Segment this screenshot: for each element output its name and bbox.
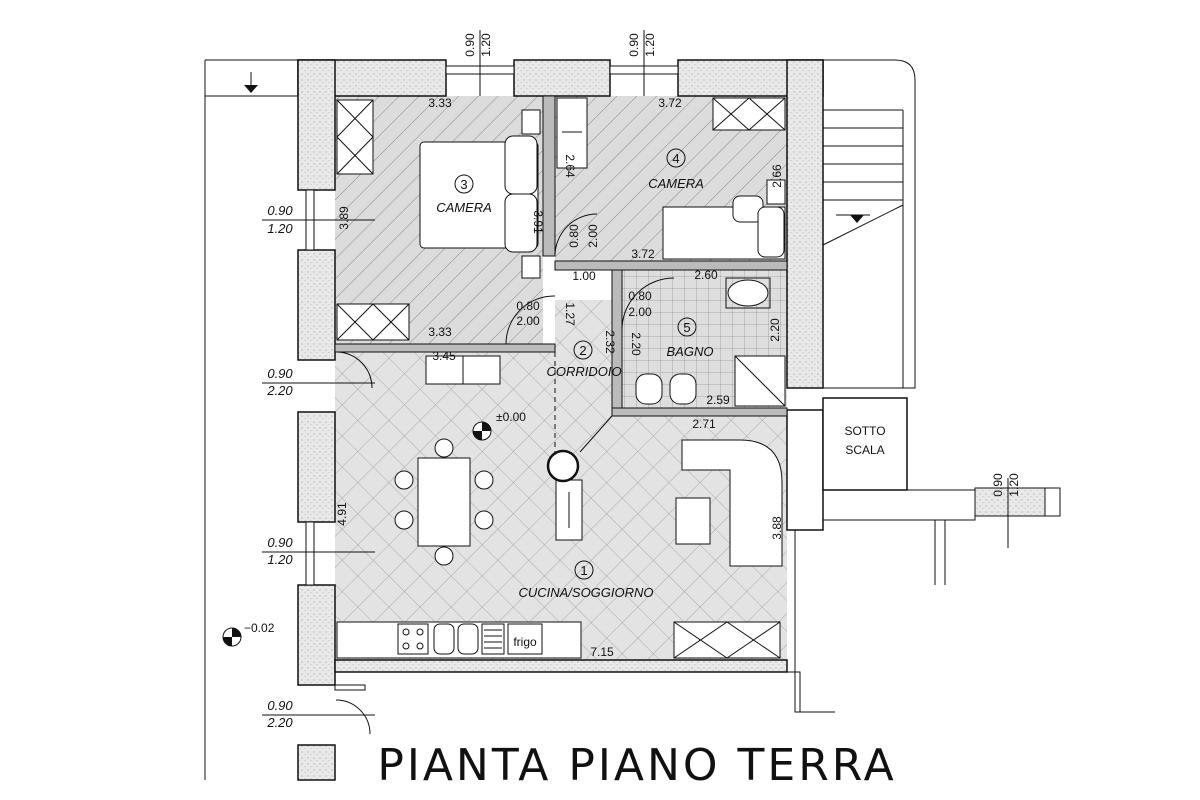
svg-text:1.20: 1.20 bbox=[643, 33, 657, 57]
svg-text:0.90: 0.90 bbox=[267, 535, 293, 550]
svg-text:2.20: 2.20 bbox=[266, 383, 293, 398]
window-top-2: 0.90 1.20 bbox=[627, 30, 657, 96]
svg-text:BAGNO: BAGNO bbox=[667, 344, 714, 359]
window-top-1: 0.90 1.20 bbox=[463, 30, 493, 96]
window-left-4: 0.90 2.20 bbox=[262, 698, 375, 730]
dimension-labels: 3.33 3.33 3.89 3.91 3.72 3.72 2.64 2.66 … bbox=[335, 96, 784, 659]
walls bbox=[297, 59, 824, 781]
svg-text:0.90: 0.90 bbox=[267, 698, 293, 713]
svg-text:2.71: 2.71 bbox=[692, 417, 716, 431]
svg-text:CAMERA: CAMERA bbox=[648, 176, 704, 191]
wardrobe-room-4 bbox=[554, 97, 786, 257]
svg-text:2.59: 2.59 bbox=[706, 393, 730, 407]
svg-text:1.27: 1.27 bbox=[563, 302, 577, 326]
svg-text:2.20: 2.20 bbox=[629, 332, 643, 356]
fridge-label: frigo bbox=[513, 635, 537, 649]
svg-text:2: 2 bbox=[579, 343, 586, 358]
sofa bbox=[681, 439, 783, 567]
site-boundary bbox=[204, 59, 298, 780]
svg-text:3.33: 3.33 bbox=[428, 325, 452, 339]
svg-text:3: 3 bbox=[460, 177, 467, 192]
svg-text:3.88: 3.88 bbox=[770, 516, 784, 540]
level-marker-outside: −0.02 bbox=[222, 621, 275, 647]
bed-room-4 bbox=[662, 179, 786, 260]
bathroom-fixtures bbox=[621, 277, 786, 407]
svg-text:1: 1 bbox=[580, 563, 587, 578]
svg-text:3.45: 3.45 bbox=[432, 349, 456, 363]
column-icon bbox=[546, 449, 580, 483]
room-3-label: 3 CAMERA bbox=[436, 174, 492, 215]
room-1-label: 1 CUCINA/SOGGIORNO bbox=[518, 560, 654, 600]
svg-text:2.00: 2.00 bbox=[628, 305, 652, 319]
window-left-2: 0.90 2.20 bbox=[262, 366, 375, 398]
svg-text:7.15: 7.15 bbox=[590, 645, 614, 659]
wardrobe-room-3 bbox=[336, 99, 410, 341]
living-furniture bbox=[394, 355, 783, 659]
room-4-label: 4 CAMERA bbox=[648, 148, 704, 191]
svg-text:2.00: 2.00 bbox=[516, 314, 540, 328]
sotto-scala-line2: SCALA bbox=[845, 443, 884, 457]
dining-table bbox=[417, 457, 471, 547]
window-left-1: 0.90 1.20 bbox=[262, 203, 375, 236]
svg-text:3.89: 3.89 bbox=[337, 206, 351, 230]
svg-text:CUCINA/SOGGIORNO: CUCINA/SOGGIORNO bbox=[518, 585, 653, 600]
svg-text:2.00: 2.00 bbox=[586, 224, 600, 248]
window-right-1: 0.90 1.20 bbox=[991, 473, 1021, 548]
svg-text:1.20: 1.20 bbox=[1007, 473, 1021, 497]
svg-text:CAMERA: CAMERA bbox=[436, 200, 492, 215]
svg-text:0.90: 0.90 bbox=[267, 366, 293, 381]
svg-text:2.32: 2.32 bbox=[603, 330, 617, 354]
svg-text:0.90: 0.90 bbox=[267, 203, 293, 218]
svg-text:4.91: 4.91 bbox=[335, 502, 349, 526]
bed-room-3 bbox=[419, 109, 541, 279]
sotto-scala-box bbox=[822, 397, 908, 491]
level-marker-icon bbox=[850, 215, 864, 223]
svg-text:0.90: 0.90 bbox=[991, 473, 1005, 497]
svg-text:2.20: 2.20 bbox=[266, 715, 293, 730]
plan-title: PIANTA PIANO TERRA bbox=[377, 740, 896, 791]
svg-text:3.72: 3.72 bbox=[631, 247, 655, 261]
sotto-scala-line1: SOTTO bbox=[844, 424, 885, 438]
svg-text:1.20: 1.20 bbox=[267, 552, 293, 567]
svg-text:3.33: 3.33 bbox=[428, 96, 452, 110]
svg-text:0.90: 0.90 bbox=[627, 33, 641, 57]
svg-text:3.72: 3.72 bbox=[658, 96, 682, 110]
svg-text:3.91: 3.91 bbox=[531, 210, 545, 234]
level-floor-text: ±0.00 bbox=[496, 410, 526, 424]
svg-text:1.00: 1.00 bbox=[572, 269, 596, 283]
window-labels: 0.90 1.20 0.90 1.20 0.90 1.20 0.90 2.20 … bbox=[262, 30, 1021, 730]
svg-text:CORRIDOIO: CORRIDOIO bbox=[546, 364, 621, 379]
coffee-table bbox=[675, 497, 711, 545]
kitchen-counter: frigo bbox=[336, 621, 582, 659]
svg-text:0.80: 0.80 bbox=[516, 299, 540, 313]
svg-text:1.20: 1.20 bbox=[479, 33, 493, 57]
svg-text:0.80: 0.80 bbox=[567, 224, 581, 248]
svg-text:1.20: 1.20 bbox=[267, 221, 293, 236]
svg-text:5: 5 bbox=[683, 320, 690, 335]
staircase: SOTTO SCALA bbox=[787, 59, 1061, 713]
svg-text:4: 4 bbox=[672, 151, 679, 166]
svg-text:2.64: 2.64 bbox=[563, 154, 577, 178]
svg-text:2.20: 2.20 bbox=[768, 318, 782, 342]
svg-text:0.90: 0.90 bbox=[463, 33, 477, 57]
room-5-label: 5 BAGNO bbox=[667, 317, 714, 359]
room-2-label: 2 CORRIDOIO bbox=[546, 340, 622, 379]
level-marker-icon bbox=[244, 85, 258, 93]
svg-text:0.80: 0.80 bbox=[628, 289, 652, 303]
svg-text:2.66: 2.66 bbox=[770, 164, 784, 188]
svg-text:2.60: 2.60 bbox=[694, 268, 718, 282]
level-outside-text: −0.02 bbox=[244, 621, 275, 635]
window-left-3: 0.90 1.20 bbox=[262, 535, 375, 567]
level-marker-floor: ±0.00 bbox=[472, 410, 526, 441]
